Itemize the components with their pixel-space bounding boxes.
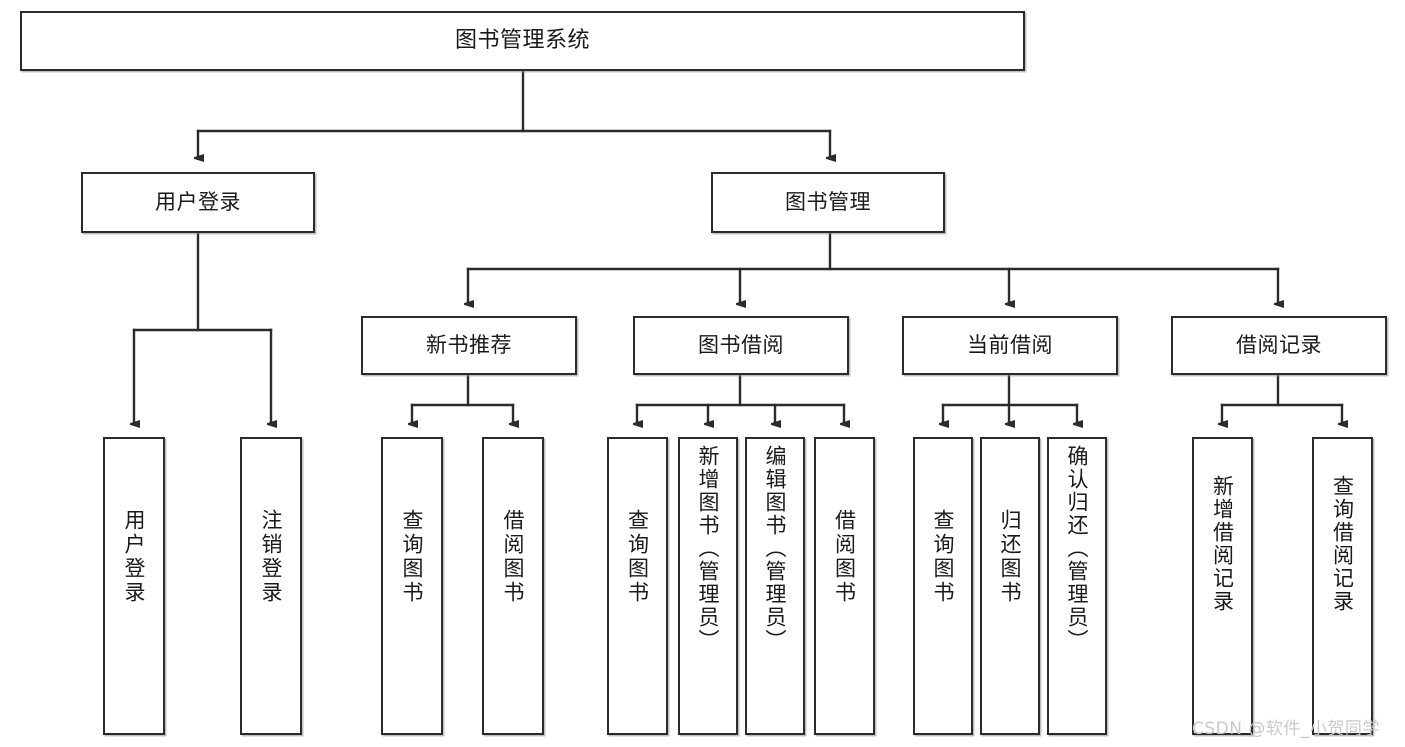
node-borrow-record[interactable]: 借阅记录 xyxy=(1171,316,1387,375)
node-label: 归还图书 xyxy=(998,509,1023,605)
node-label: 用户登录 xyxy=(122,509,147,605)
node-label: 新增图书（管理员） xyxy=(696,445,721,652)
leaf-add-record[interactable]: 新增借阅记录 xyxy=(1192,437,1253,735)
leaf-query-book-3[interactable]: 查询图书 xyxy=(913,437,973,735)
leaf-edit-book[interactable]: 编辑图书（管理员） xyxy=(745,437,805,735)
node-label: 查询图书 xyxy=(625,509,650,605)
node-current-borrow[interactable]: 当前借阅 xyxy=(902,316,1118,375)
node-label: 图书管理 xyxy=(785,190,871,215)
node-label: 注销登录 xyxy=(259,509,284,605)
node-label: 查询借阅记录 xyxy=(1330,475,1355,613)
leaf-add-book[interactable]: 新增图书（管理员） xyxy=(678,437,738,735)
node-label: 当前借阅 xyxy=(967,333,1053,358)
leaf-query-book-1[interactable]: 查询图书 xyxy=(381,437,443,735)
node-label: 用户登录 xyxy=(155,190,241,215)
csdn-watermark: CSDN @软件_小贺同学 xyxy=(1192,719,1380,739)
node-new-book-recommend[interactable]: 新书推荐 xyxy=(361,316,577,375)
node-label: 编辑图书（管理员） xyxy=(763,445,788,652)
leaf-confirm-return[interactable]: 确认归还（管理员） xyxy=(1047,437,1107,735)
node-user-login[interactable]: 用户登录 xyxy=(81,172,315,233)
node-label: 图书管理系统 xyxy=(454,28,590,54)
node-label: 图书借阅 xyxy=(698,333,784,358)
leaf-borrow-book-2[interactable]: 借阅图书 xyxy=(814,437,875,735)
node-label: 新增借阅记录 xyxy=(1210,475,1235,613)
node-label: 查询图书 xyxy=(400,509,425,605)
node-label: 借阅图书 xyxy=(501,509,526,605)
leaf-borrow-book-1[interactable]: 借阅图书 xyxy=(482,437,544,735)
node-book-management[interactable]: 图书管理 xyxy=(711,172,945,233)
leaf-user-logout[interactable]: 注销登录 xyxy=(240,437,302,735)
leaf-user-login[interactable]: 用户登录 xyxy=(103,437,165,735)
node-book-borrow[interactable]: 图书借阅 xyxy=(633,316,849,375)
node-label: 借阅记录 xyxy=(1236,333,1322,358)
node-label: 借阅图书 xyxy=(832,509,857,605)
leaf-return-book[interactable]: 归还图书 xyxy=(980,437,1040,735)
leaf-query-book-2[interactable]: 查询图书 xyxy=(607,437,668,735)
leaf-query-record[interactable]: 查询借阅记录 xyxy=(1312,437,1373,735)
node-label: 查询图书 xyxy=(931,509,956,605)
node-root-system[interactable]: 图书管理系统 xyxy=(20,11,1025,71)
node-label: 确认归还（管理员） xyxy=(1065,445,1090,652)
node-label: 新书推荐 xyxy=(426,333,512,358)
